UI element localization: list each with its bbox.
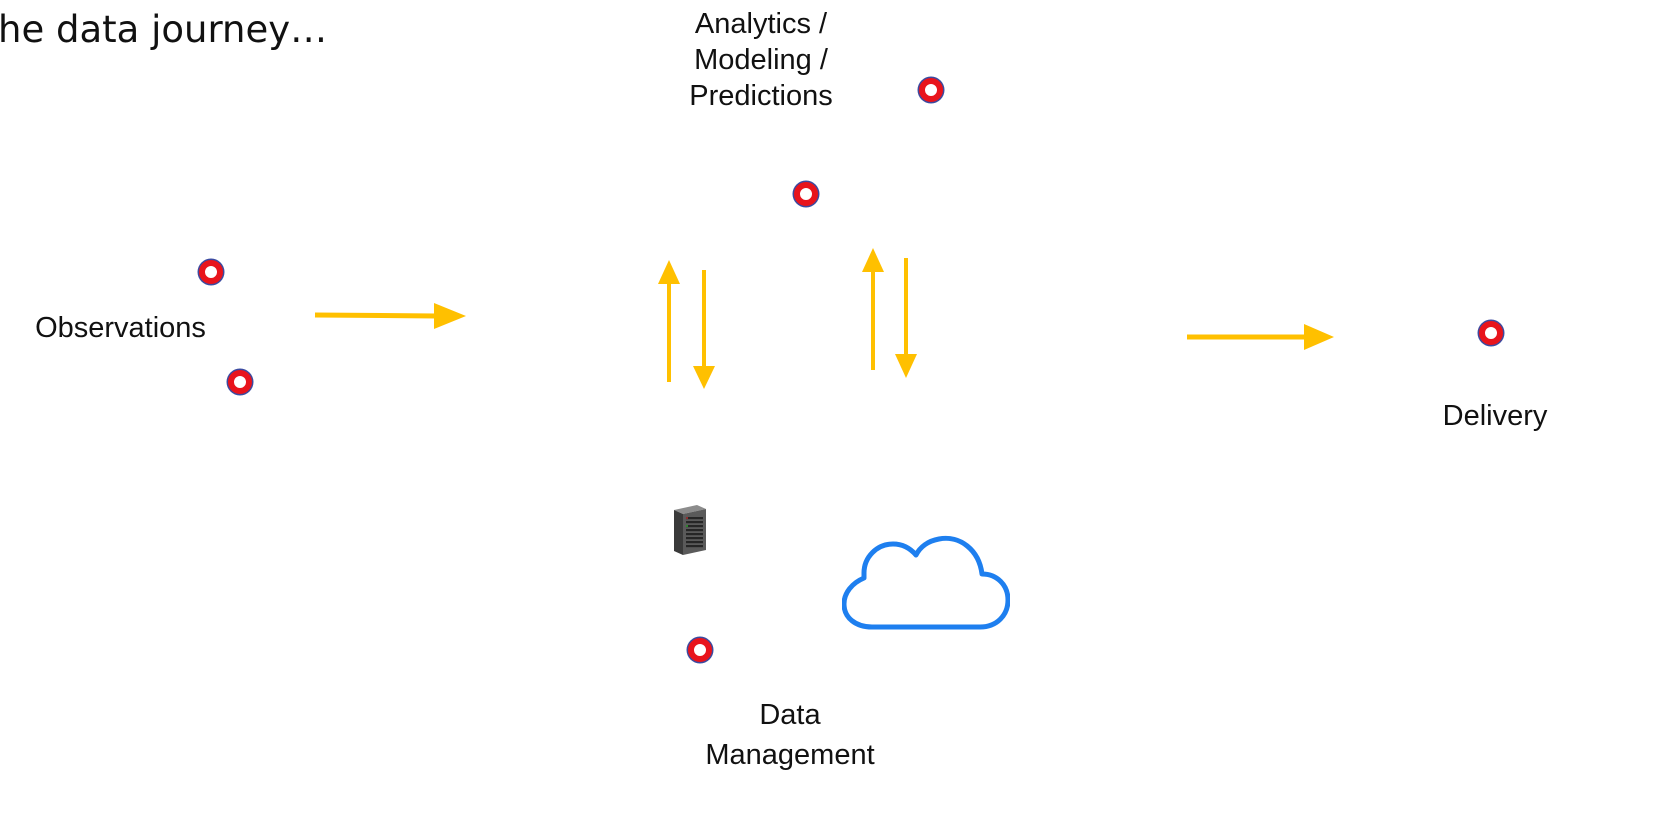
arrow-right-down	[895, 258, 917, 378]
analytics-lower-marker-icon	[794, 182, 818, 206]
observations-lower-marker-icon	[228, 370, 252, 394]
analytics-label: Analytics / Modeling / Predictions	[660, 6, 862, 114]
arrow-left-up	[658, 260, 680, 382]
delivery-marker-icon	[1479, 321, 1503, 345]
observations-label: Observations	[35, 312, 206, 344]
data-management-label: Data Management	[672, 695, 908, 775]
observations-upper-marker-icon	[199, 260, 223, 284]
analytics-marker-icon	[919, 78, 943, 102]
arrow-center-to-delivery	[1187, 324, 1334, 350]
arrow-left-down	[693, 270, 715, 389]
data-management-marker-icon	[688, 638, 712, 662]
server-rack-icon	[674, 505, 706, 555]
analytics-label-text: Analytics / Modeling / Predictions	[689, 8, 833, 112]
arrow-right-up	[862, 248, 884, 370]
delivery-label: Delivery	[1442, 400, 1548, 432]
cloud-icon	[842, 535, 1010, 630]
arrow-observations-to-center	[314, 303, 466, 329]
data-management-label-text: Data Management	[705, 699, 875, 771]
slide-title: he data journey…	[0, 8, 328, 51]
